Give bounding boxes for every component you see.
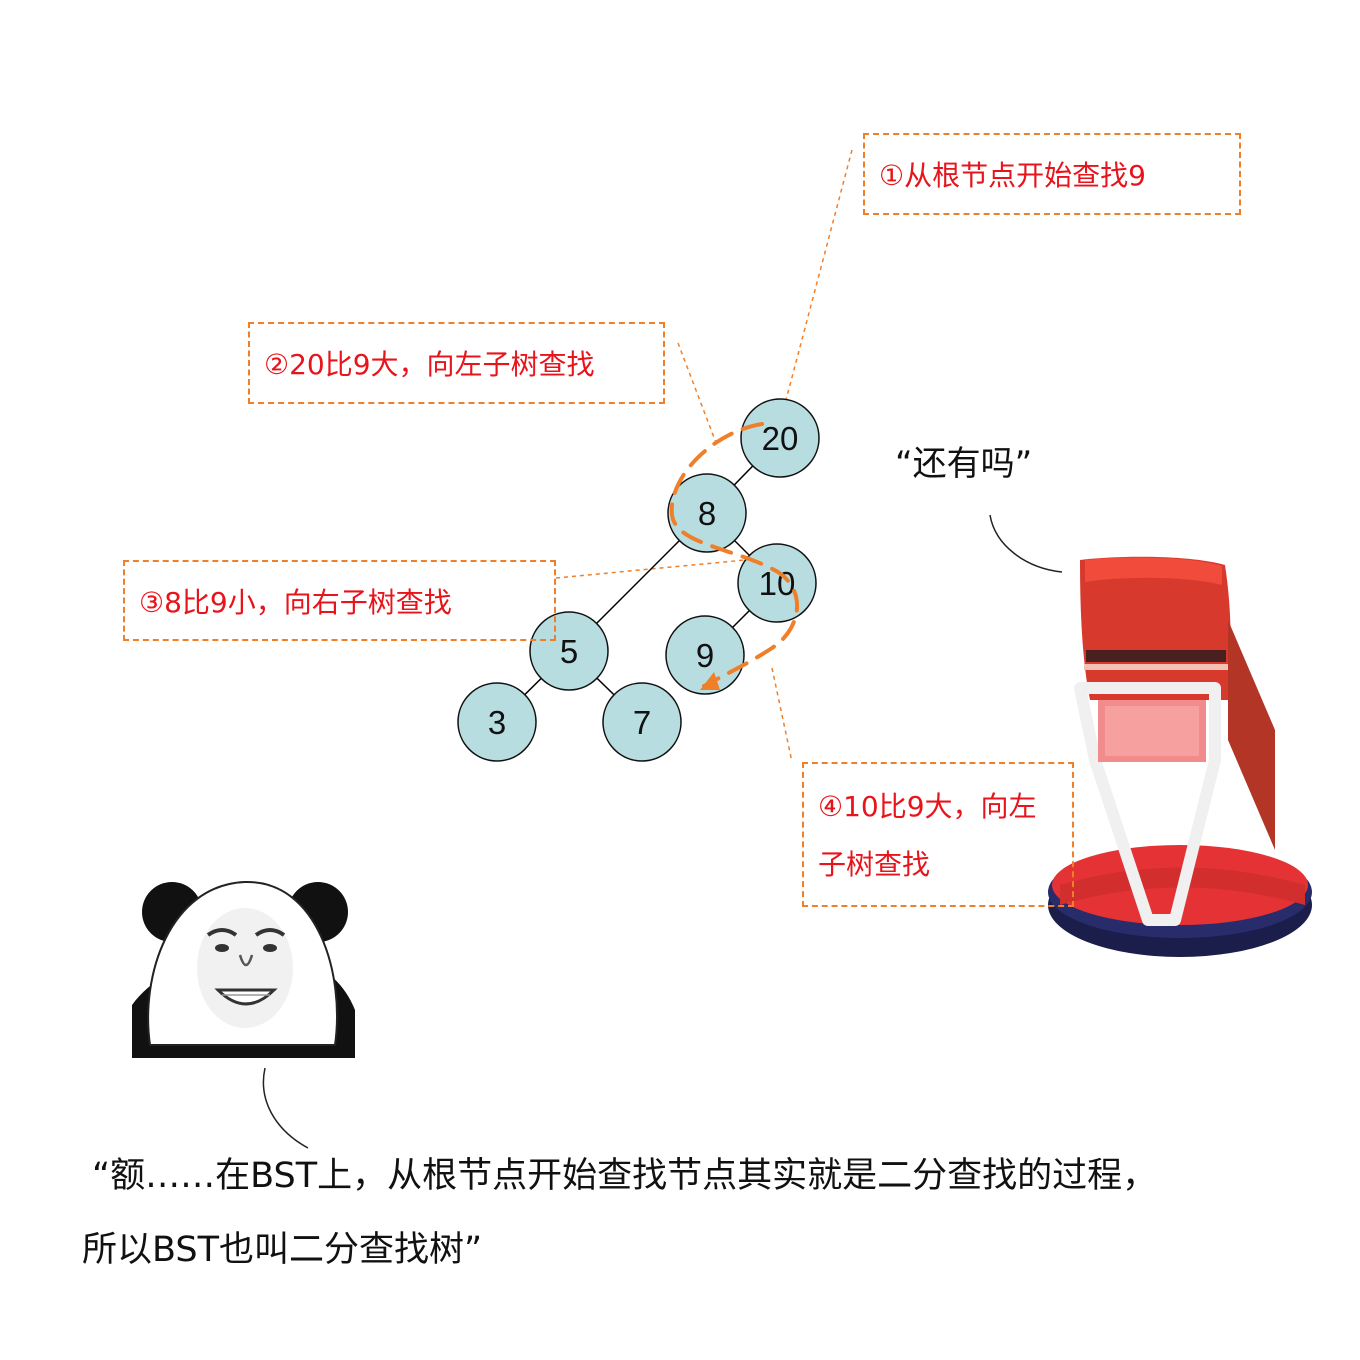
leader-step4 <box>771 667 793 763</box>
tree-node-label: 7 <box>633 704 651 741</box>
callout-step4-line1: ④10比9大，向左 <box>818 790 1037 823</box>
red-judge-chair-icon <box>1048 556 1312 957</box>
callout-step1-text: ①从根节点开始查找9 <box>879 159 1146 192</box>
tree-node-8: 8 <box>667 473 747 553</box>
chair-speech-tail <box>989 514 1063 573</box>
leader-step2 <box>677 342 719 449</box>
leader-lines <box>555 149 853 763</box>
tree-node-circle <box>665 615 745 695</box>
chair-quote: “还有吗” <box>895 444 1033 484</box>
tree-node-label: 20 <box>762 420 799 457</box>
tree-node-circle <box>602 682 682 762</box>
tree-node-circle <box>457 682 537 762</box>
callout-step2: ②20比9大，向左子树查找 <box>248 322 665 404</box>
panda-speech-tail <box>262 1067 309 1149</box>
tree-node-7: 7 <box>602 682 682 762</box>
tree-node-20: 20 <box>740 398 820 478</box>
search-path <box>669 422 800 690</box>
panda-quote-line2: 所以BST也叫二分查找树” <box>82 1230 483 1270</box>
callout-step3: ③8比9小，向右子树查找 <box>123 560 556 641</box>
tree-node-3: 3 <box>457 682 537 762</box>
tree-node-5: 5 <box>529 611 609 691</box>
callout-step4-line2: 子树查找 <box>818 848 931 881</box>
panda-meme-icon <box>132 880 355 1058</box>
callout-step1: ①从根节点开始查找9 <box>863 133 1241 215</box>
callout-step4: ④10比9大，向左 子树查找 <box>802 762 1074 907</box>
tree-node-9: 9 <box>665 615 745 695</box>
tree-node-circle <box>529 611 609 691</box>
tree-node-label: 9 <box>696 637 714 674</box>
tree-node-10: 10 <box>737 543 817 623</box>
search-path-curve <box>669 422 800 688</box>
panda-quote-line1: “额……在BST上，从根节点开始查找节点其实就是二分查找的过程， <box>92 1156 1158 1196</box>
tree-node-label: 5 <box>560 633 578 670</box>
callout-step2-text: ②20比9大，向左子树查找 <box>264 348 595 381</box>
leader-step1 <box>785 149 853 401</box>
tree-node-circle <box>667 473 747 553</box>
callout-step3-text: ③8比9小，向右子树查找 <box>139 586 452 619</box>
tree-nodes: 20 8 10 5 9 3 7 <box>457 398 820 762</box>
tree-node-circle <box>740 398 820 478</box>
tree-node-label: 3 <box>488 704 506 741</box>
tree-node-label: 8 <box>698 495 716 532</box>
search-path-arrowhead <box>700 672 720 690</box>
